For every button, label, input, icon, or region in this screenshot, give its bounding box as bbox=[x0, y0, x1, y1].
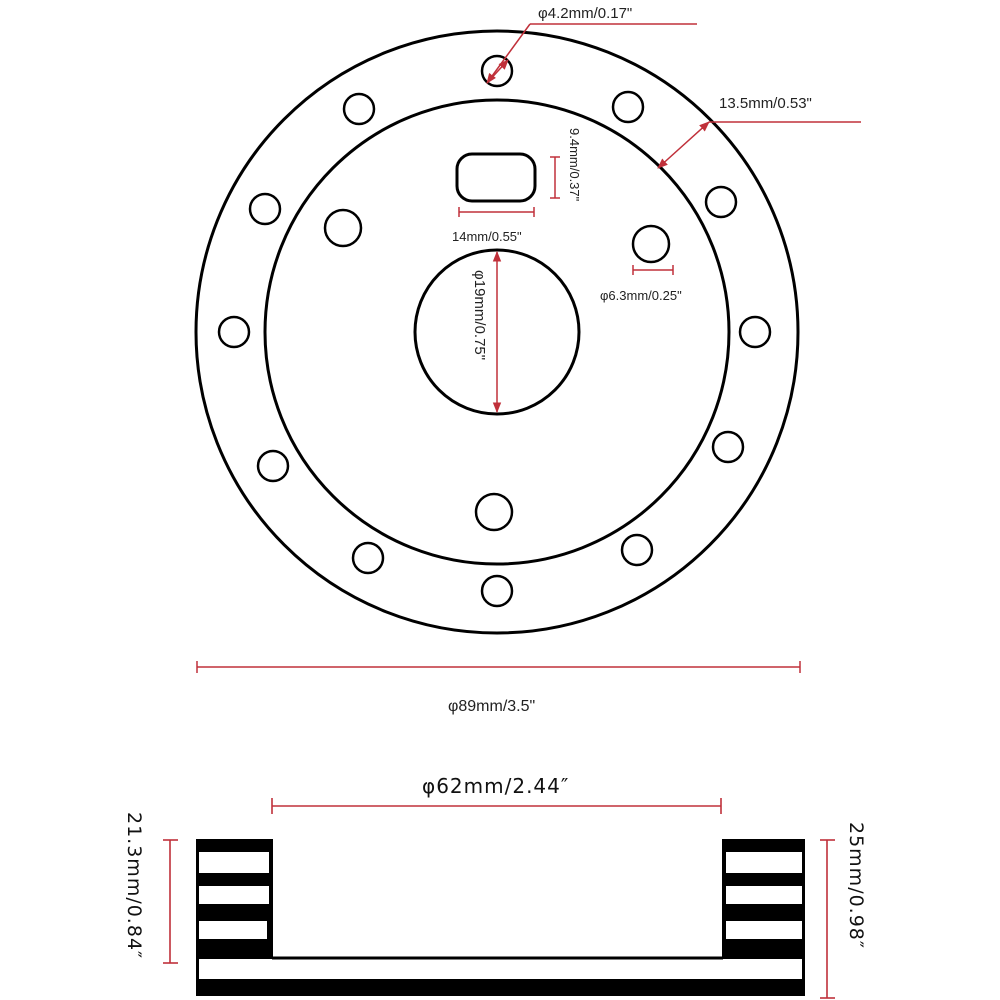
inner-diameter-dimension-label: φ62mm/2.44″ bbox=[422, 774, 569, 798]
top-view bbox=[194, 29, 800, 635]
outer-ring-edge bbox=[194, 29, 800, 635]
inner-height-dimension-label: 21.3mm/0.84″ bbox=[123, 812, 145, 959]
slot-height-dimension-label: 9.4mm/0.37" bbox=[567, 128, 582, 202]
top-view-dimensions bbox=[196, 23, 861, 673]
mounting-hole-dimension-label: φ4.2mm/0.17" bbox=[538, 5, 632, 22]
slot-width-dimension-label: 14mm/0.55" bbox=[452, 229, 522, 244]
outer-height-dimension-label: 25mm/0.98″ bbox=[845, 822, 867, 949]
inner-pin-holes bbox=[323, 208, 671, 532]
horn-slot bbox=[455, 152, 537, 203]
ring-width-dimension-label: 13.5mm/0.53" bbox=[719, 95, 812, 112]
side-view bbox=[196, 839, 805, 996]
inner-ring-edge bbox=[263, 98, 731, 566]
side-view-dimensions bbox=[163, 798, 835, 999]
outer-mounting-holes bbox=[217, 54, 772, 608]
outer-diameter-dimension-label: φ89mm/3.5" bbox=[448, 698, 535, 715]
pin-hole-dimension-label: φ6.3mm/0.25" bbox=[600, 288, 682, 303]
center-bore-dimension-label: φ19mm/0.75" bbox=[471, 270, 488, 360]
center-bore bbox=[413, 248, 581, 416]
